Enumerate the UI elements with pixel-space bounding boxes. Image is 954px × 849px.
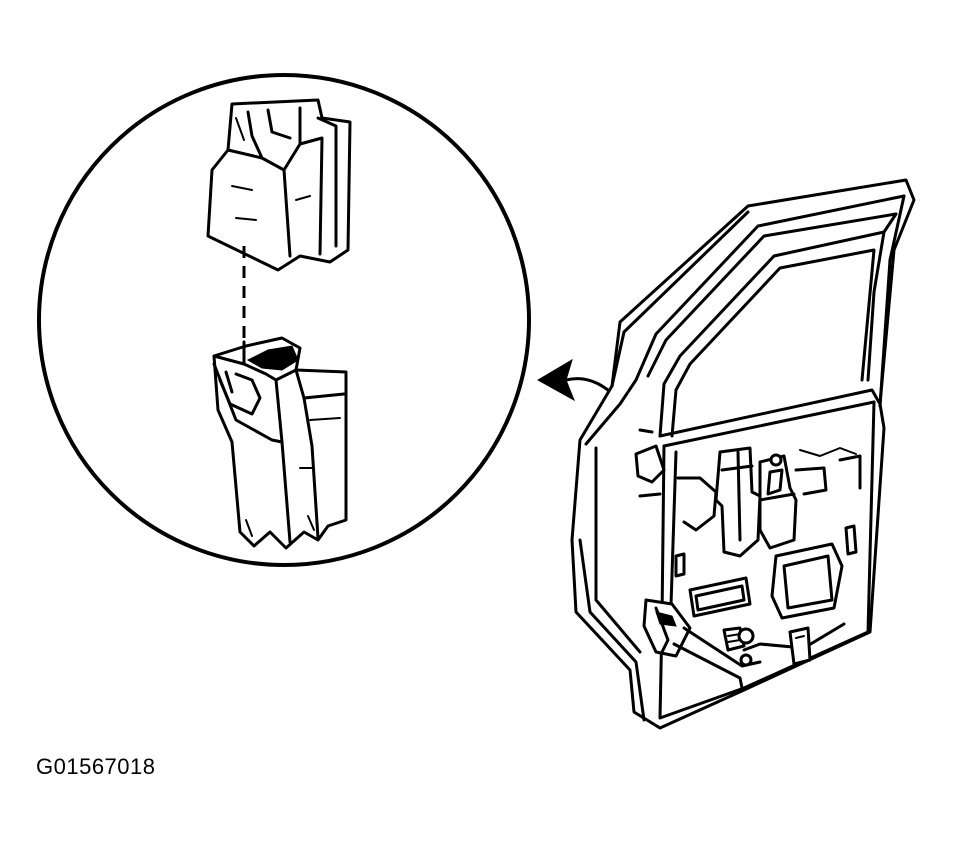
door-assembly: [570, 178, 916, 730]
small-clip: [788, 626, 812, 666]
latch-mechanism: [714, 446, 798, 558]
door-clip-location: [642, 598, 846, 690]
detail-view: [37, 73, 531, 567]
hinge-area: [634, 428, 666, 498]
lower-clip: [212, 336, 348, 550]
detail-circle: [37, 73, 531, 567]
bolt: [722, 626, 755, 652]
panel-cutouts: [674, 447, 862, 620]
window-frame: [634, 194, 906, 448]
figure-code: G01567018: [36, 754, 156, 779]
upper-clip: [206, 98, 352, 272]
inner-panel: [658, 400, 876, 720]
